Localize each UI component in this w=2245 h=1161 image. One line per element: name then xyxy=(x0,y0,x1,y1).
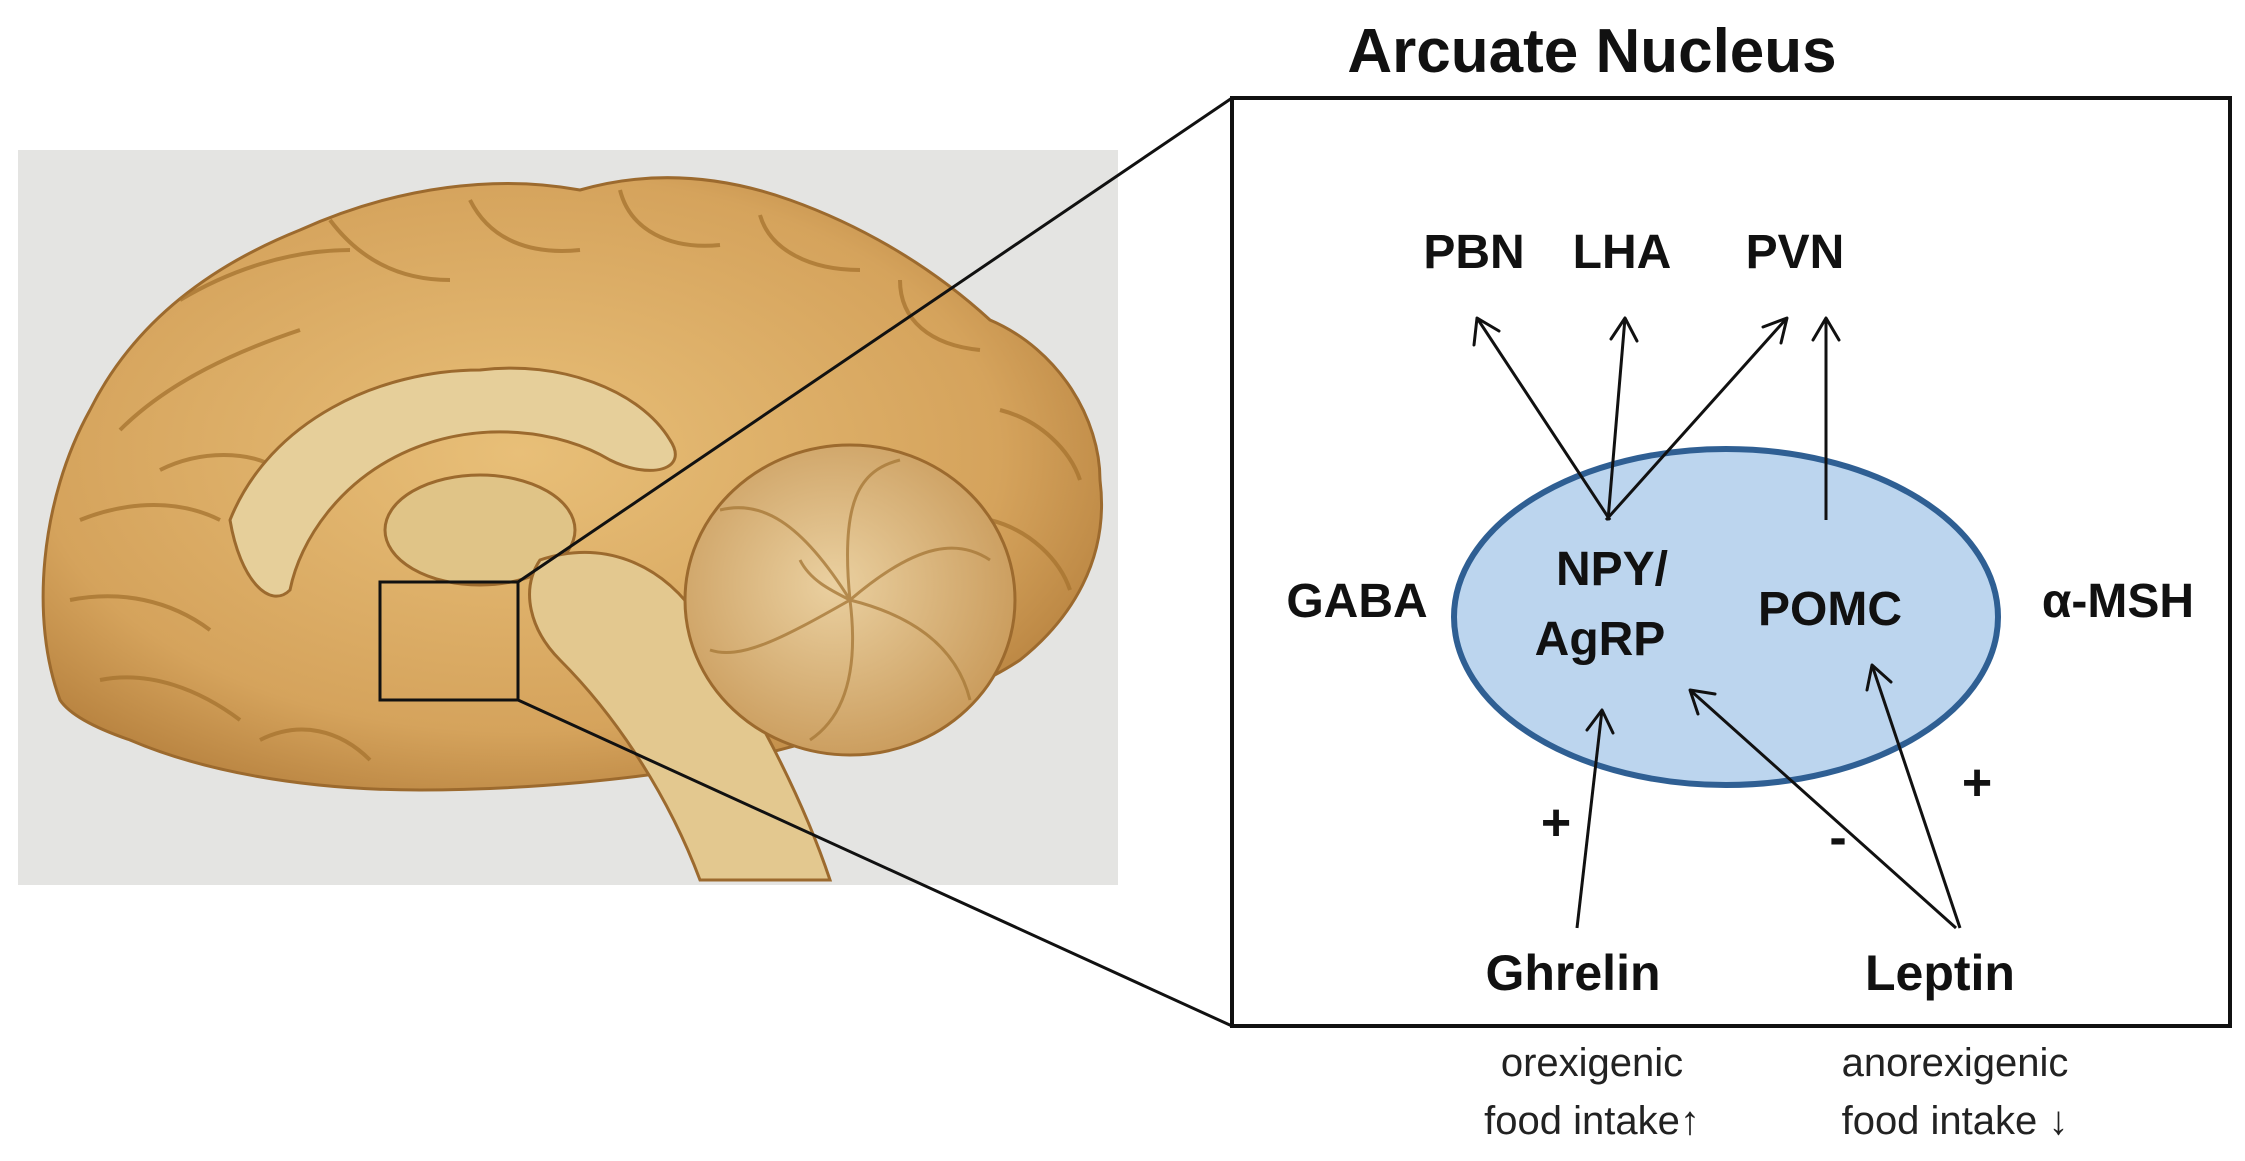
zoom-line-bottom xyxy=(517,698,1233,1028)
target-pvn-label: PVN xyxy=(1746,226,1845,279)
gyri-texture xyxy=(69,189,1082,762)
panel-title: Arcuate Nucleus xyxy=(1347,17,1836,86)
ghrelin-sign: + xyxy=(1541,794,1571,852)
leptin-pomc-sign: + xyxy=(1962,754,1992,812)
pomc-label: POMC xyxy=(1758,583,1902,636)
npy-label-line2: AgRP xyxy=(1535,613,1666,666)
arrow-npy-to-pbn xyxy=(1472,316,1612,521)
gaba-label: GABA xyxy=(1286,575,1427,628)
zoom-line-top xyxy=(517,96,1233,584)
arcuate-nucleus-ellipse xyxy=(1451,446,2001,788)
leptin-caption-line1: anorexigenic xyxy=(1842,1041,2069,1085)
ghrelin-caption-line1: orexigenic xyxy=(1501,1041,1683,1085)
ghrelin-label: Ghrelin xyxy=(1485,945,1660,1001)
npy-label-line1: NPY/ xyxy=(1556,543,1668,596)
leptin-caption-line2: food intake ↓ xyxy=(1842,1099,2069,1143)
brain-photo xyxy=(18,150,1118,885)
arrow-leptin-to-pomc xyxy=(1865,663,1962,929)
leptin-label: Leptin xyxy=(1865,945,2015,1001)
thalamus xyxy=(383,473,577,587)
target-lha-label: LHA xyxy=(1573,226,1672,279)
arrow-npy-to-lha xyxy=(1606,316,1639,521)
corpus-callosum xyxy=(228,366,677,598)
arrow-pomc-to-pvn xyxy=(1811,316,1841,520)
hypothalamus-inset-box xyxy=(378,580,520,702)
alpha-msh-label: α-MSH xyxy=(2042,575,2194,628)
target-pbn-label: PBN xyxy=(1423,226,1524,279)
ghrelin-caption-line2: food intake↑ xyxy=(1484,1099,1700,1143)
arrow-npy-to-pvn xyxy=(1604,316,1789,522)
arrow-ghrelin-to-npy xyxy=(1575,708,1615,929)
brainstem xyxy=(528,551,833,882)
leptin-npy-sign: - xyxy=(1829,809,1846,867)
arrow-leptin-to-npy xyxy=(1688,688,1958,930)
cerebellum-folia xyxy=(709,458,991,742)
